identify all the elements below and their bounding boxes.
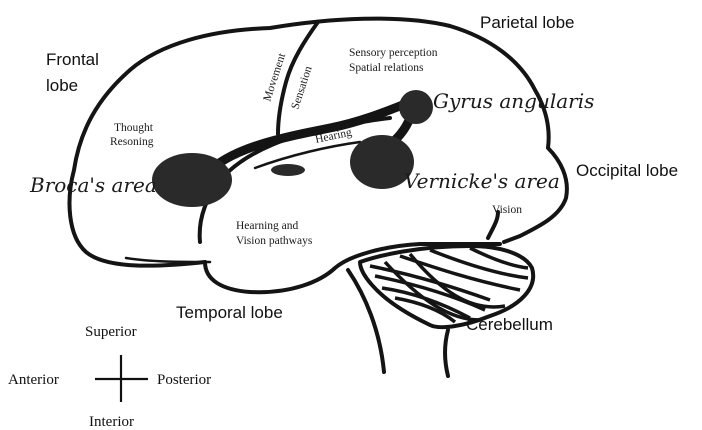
cerebellum-label: Cerebellum — [466, 315, 553, 334]
temporal-lobe-label: Temporal lobe — [176, 303, 283, 322]
posterior-label: Posterior — [157, 372, 211, 388]
gyrus-angularis-blob — [399, 90, 433, 124]
hearing-blob — [271, 164, 305, 176]
sensory-perception-label: Sensory perception — [349, 47, 438, 59]
gyrus-angularis-label: Gyrus angularis — [433, 89, 594, 113]
parietal-lobe-label: Parietal lobe — [480, 13, 575, 32]
temporal-underside — [205, 244, 500, 292]
pathways-label-1: Hearning and — [236, 220, 299, 232]
pathways-label-2: Vision pathways — [236, 235, 313, 247]
interior-label: Interior — [89, 414, 134, 430]
frontal-lobe-label-2: lobe — [46, 76, 78, 95]
spatial-relations-label: Spatial relations — [349, 62, 424, 74]
vernicke-area-label: Vernicke's area — [404, 169, 560, 193]
thought-label-1: Thought — [114, 122, 154, 134]
frontal-fold — [126, 258, 210, 262]
occipital-lobe-label: Occipital lobe — [576, 161, 678, 180]
broca-area-label: Broca's area — [29, 173, 157, 197]
vision-label: Vision — [492, 204, 522, 216]
anterior-label: Anterior — [8, 372, 59, 388]
thought-label-2: Resoning — [110, 136, 154, 148]
broca-area-blob — [152, 153, 232, 207]
frontal-lobe-label-1: Frontal — [46, 50, 99, 69]
brain-stem-right — [445, 330, 448, 376]
superior-label: Superior — [85, 324, 137, 340]
sensation-label: Sensation — [289, 64, 314, 110]
brain-stem — [348, 270, 384, 372]
